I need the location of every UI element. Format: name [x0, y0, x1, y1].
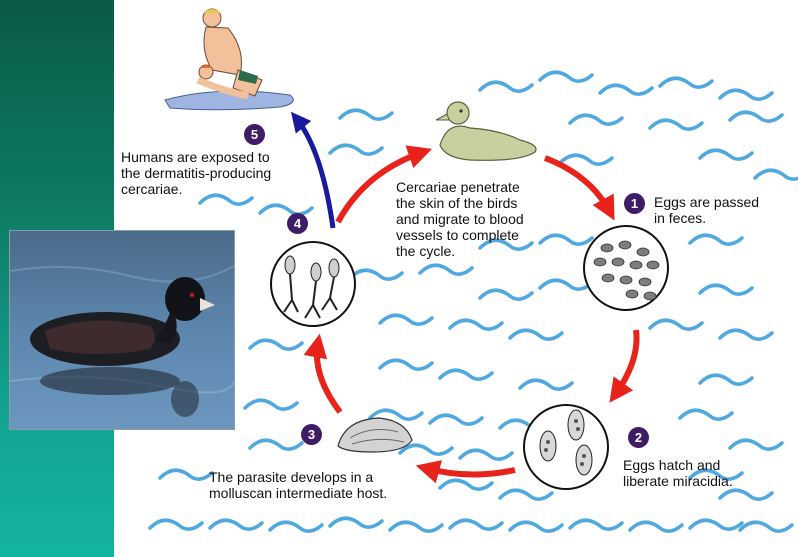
- arrow-eggs-to-miracidia: [615, 330, 637, 395]
- step-5-label: Humans are exposed to the dermatitis-pro…: [121, 149, 271, 197]
- step-2-label: Eggs hatch and liberate miracidia.: [623, 457, 733, 489]
- cercariae-illustration: [271, 242, 355, 326]
- miracidia-illustration: [524, 405, 608, 489]
- arrow-cercariae-to-humans: [296, 118, 333, 228]
- step-3-label: The parasite develops in a molluscan int…: [209, 469, 387, 501]
- coot-photo: [9, 230, 235, 430]
- arrow-miracidia-to-snail: [425, 468, 515, 475]
- step-4-label: Cercariae penetrate the skin of the bird…: [396, 179, 524, 259]
- step-2-badge: 2: [628, 427, 649, 448]
- step-3-badge: 3: [301, 424, 322, 445]
- arrow-duck-to-eggs: [545, 158, 610, 212]
- eggs-illustration: [584, 226, 668, 310]
- arrow-snail-to-cercariae: [317, 343, 340, 412]
- snail-shell-illustration: [338, 418, 412, 452]
- step-5-badge: 5: [244, 124, 265, 145]
- humans-swimming-illustration: [165, 9, 293, 110]
- step-1-badge: 1: [624, 193, 645, 214]
- duck-illustration: [436, 102, 536, 160]
- step-1-label: Eggs are passed in feces.: [654, 194, 759, 226]
- step-4-badge: 4: [287, 213, 308, 234]
